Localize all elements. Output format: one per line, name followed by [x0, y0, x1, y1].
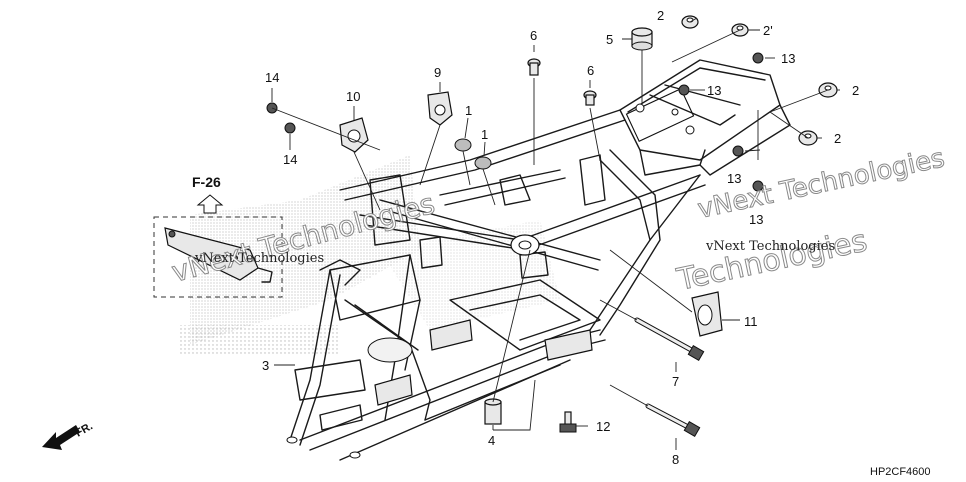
bolt-part [559, 411, 577, 433]
callout-5: 5 [606, 32, 613, 47]
leader-lines [271, 17, 840, 450]
callout-6: 6 [587, 63, 594, 78]
direction-label: FR. [74, 420, 95, 439]
watermark-text: vNext Technologies [705, 239, 835, 254]
callout-14: 14 [265, 70, 279, 85]
bolt-part [634, 317, 705, 362]
callout-14: 14 [283, 152, 297, 167]
nut-part [678, 84, 690, 96]
nut-part [752, 52, 764, 64]
callout-2: 2 [852, 83, 859, 98]
watermark-text: Technologies [673, 224, 870, 299]
collar-part [484, 398, 502, 425]
reference-label: F-26 [192, 174, 221, 190]
loose-parts [266, 15, 838, 438]
callout-3: 3 [262, 358, 269, 373]
reference-arrow [196, 194, 224, 214]
clamp-part [339, 117, 369, 153]
reference-inset [153, 216, 283, 298]
nut-part [732, 145, 744, 157]
cap-part [474, 156, 492, 170]
diagram-code: HP2CF4600 [870, 466, 931, 478]
callout-13: 13 [749, 212, 763, 227]
callout-1: 1 [465, 103, 472, 118]
clamp-part [691, 291, 723, 337]
callout-6: 6 [530, 28, 537, 43]
callout-10: 10 [346, 89, 360, 104]
callout-9: 9 [434, 65, 441, 80]
collar-part [631, 27, 653, 51]
callout-13: 13 [727, 171, 741, 186]
frame-body-drawing [286, 59, 791, 461]
callout-2: 2 [657, 8, 664, 23]
rivet-part [583, 90, 597, 106]
callout-8: 8 [672, 452, 679, 467]
callout-1: 1 [481, 127, 488, 142]
front-direction-arrow [42, 425, 80, 450]
rivet-part [527, 58, 541, 76]
callout-labels: 2 2' 2 2 5 6 6 9 10 14 14 1 1 13 13 13 1… [262, 8, 859, 467]
callout-4: 4 [488, 433, 495, 448]
callout-7: 7 [672, 374, 679, 389]
callout-11: 11 [744, 314, 758, 329]
clamp-part [427, 91, 453, 126]
callout-2: 2 [834, 131, 841, 146]
callout-13: 13 [781, 51, 795, 66]
nut-part [752, 180, 764, 192]
callout-13: 13 [707, 83, 721, 98]
callout-2: 2' [763, 23, 773, 38]
bolt-part [645, 403, 701, 438]
grommet-part [818, 82, 838, 98]
nut-part [284, 122, 296, 134]
watermark-text: vNext Technologies [194, 251, 324, 266]
callout-12: 12 [596, 419, 610, 434]
cap-part [454, 138, 472, 152]
